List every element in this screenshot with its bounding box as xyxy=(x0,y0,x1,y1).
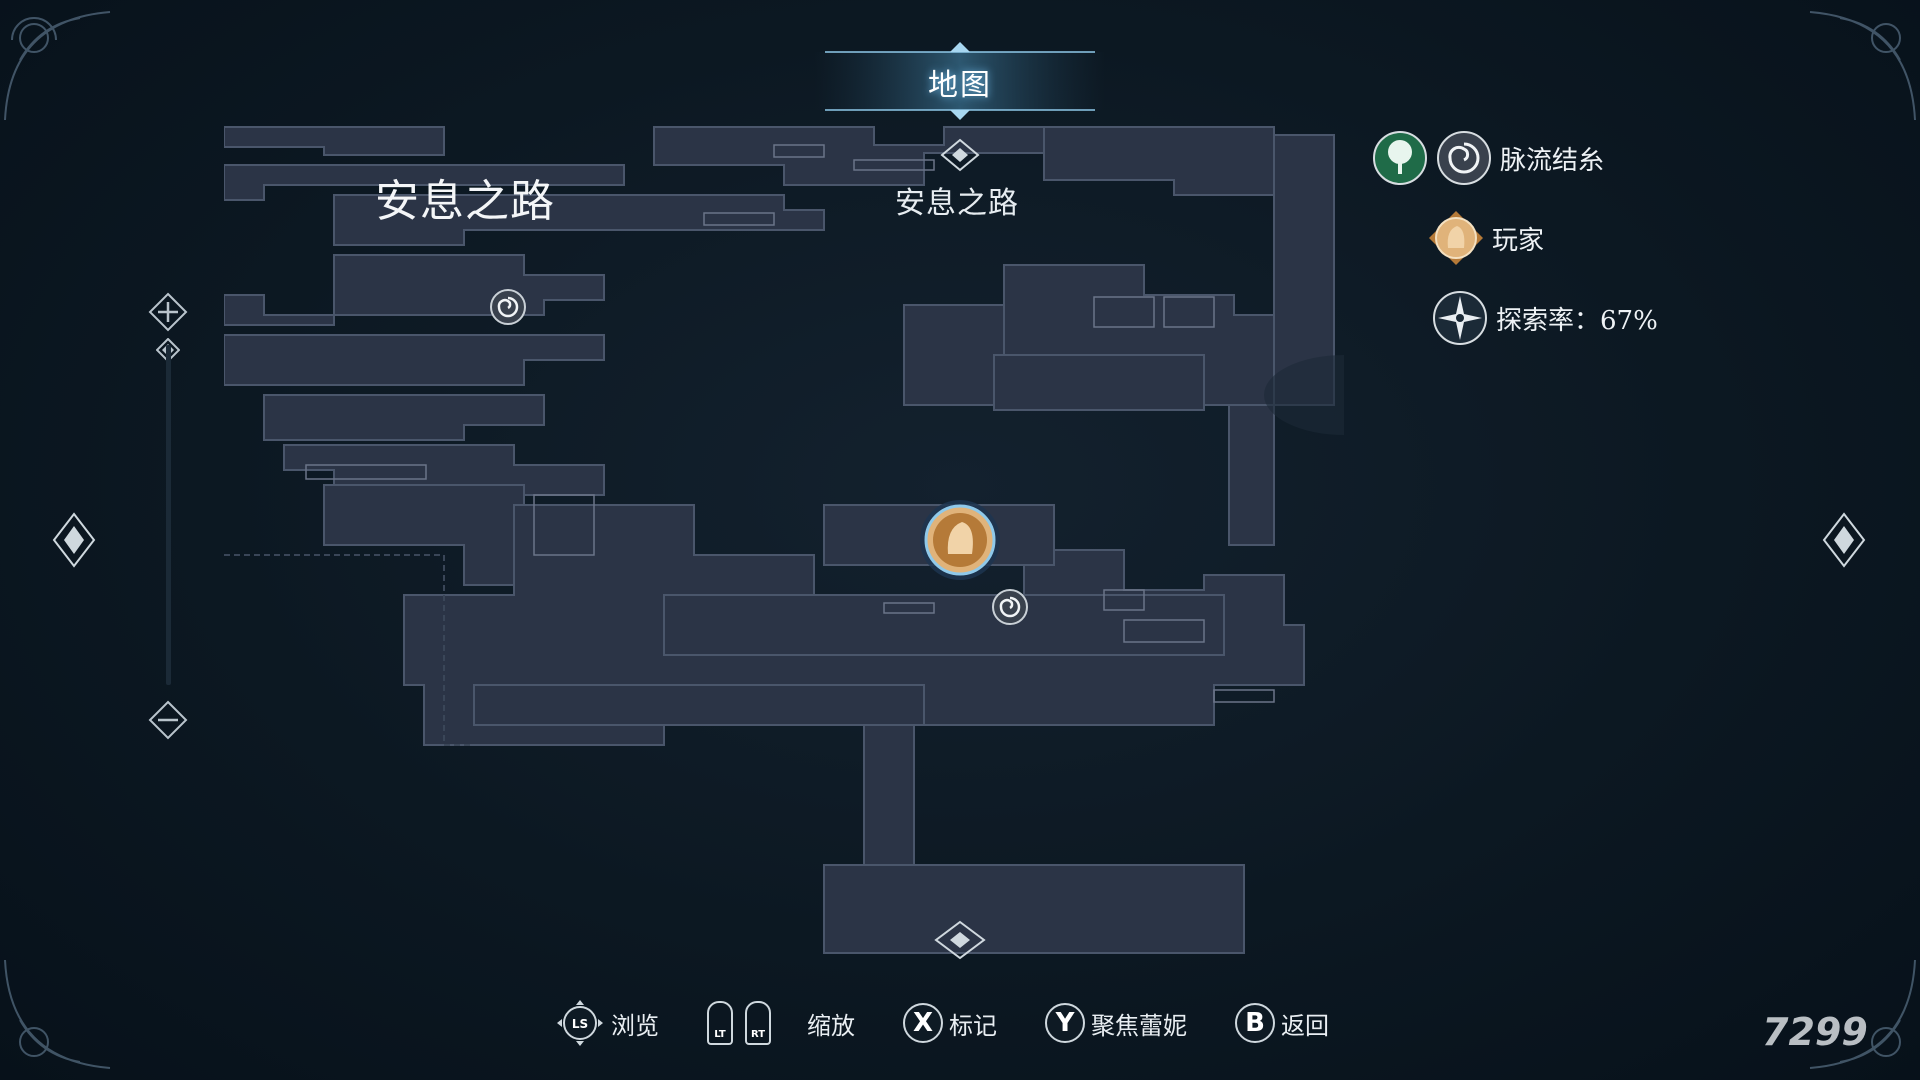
watermark: 7299 xyxy=(1762,1010,1868,1054)
corner-ornament-top-right xyxy=(1720,0,1920,130)
region-title: 安息之路 xyxy=(375,176,555,227)
map-hatch xyxy=(773,144,825,158)
map-title-banner: 地图 xyxy=(815,38,1105,120)
control-label: 返回 xyxy=(1281,1011,1329,1040)
spiral-node-icon[interactable] xyxy=(991,588,1029,626)
ls-stick-icon: LS xyxy=(555,998,605,1048)
control-label: 缩放 xyxy=(807,1011,855,1040)
control-zoom[interactable]: LT RT 缩放 xyxy=(707,1001,855,1045)
map-hatch xyxy=(1213,689,1275,703)
control-mark[interactable]: X 标记 xyxy=(903,1003,997,1043)
area-marker-icon xyxy=(940,138,980,172)
spiral-node-icon xyxy=(1436,130,1492,186)
control-label: 聚焦蕾妮 xyxy=(1091,1011,1187,1040)
zoom-slider-track[interactable] xyxy=(166,345,171,685)
corner-ornament-bottom-left xyxy=(0,950,200,1080)
map-room xyxy=(223,164,625,201)
legend-label-nodes: 脉流结糸 xyxy=(1500,145,1605,176)
map-room xyxy=(333,194,825,246)
scroll-down-icon[interactable] xyxy=(932,918,988,962)
map-room xyxy=(1043,126,1275,196)
spiral-node-icon[interactable] xyxy=(489,288,527,326)
map-title: 地图 xyxy=(928,68,992,103)
tree-node-icon xyxy=(1372,130,1428,186)
legend-label-player: 玩家 xyxy=(1492,225,1545,256)
map-room xyxy=(823,864,1245,954)
lt-trigger-icon: LT xyxy=(707,1001,733,1045)
control-label: 浏览 xyxy=(611,1011,659,1040)
control-focus[interactable]: Y 聚焦蕾妮 xyxy=(1045,1003,1187,1043)
map-room xyxy=(473,684,925,726)
map-hatch xyxy=(883,602,935,614)
map-canvas[interactable] xyxy=(223,125,1424,955)
legend-row-player: 玩家 xyxy=(1428,210,1544,266)
b-button-icon: B xyxy=(1235,1003,1275,1043)
map-room xyxy=(223,254,605,326)
map-room xyxy=(223,334,605,386)
unexplored-boundary xyxy=(224,554,474,746)
control-label: 标记 xyxy=(949,1011,997,1040)
next-page-icon[interactable] xyxy=(1822,512,1866,568)
player-marker-icon xyxy=(1428,210,1484,266)
banner-frame xyxy=(815,42,1105,120)
previous-page-icon[interactable] xyxy=(52,512,96,568)
exploration-rate: 探索率：67% xyxy=(1496,305,1658,336)
zoom-in-icon[interactable] xyxy=(148,292,188,332)
zoom-out-icon[interactable] xyxy=(148,700,188,740)
map-hatch xyxy=(1093,296,1155,328)
map-layout xyxy=(223,126,1424,954)
map-hatch xyxy=(305,464,427,480)
map-room xyxy=(663,594,1225,656)
map-room xyxy=(1228,404,1275,546)
svg-text:LS: LS xyxy=(572,1017,588,1031)
corner-ornament-bottom-right xyxy=(1720,950,1920,1080)
map-room xyxy=(653,126,1055,186)
map-hatch xyxy=(533,494,595,556)
player-marker-icon[interactable] xyxy=(918,498,1002,582)
y-button-icon: Y xyxy=(1045,1003,1085,1043)
map-hatch xyxy=(1163,296,1215,328)
control-hints: LS 浏览 LT RT 缩放 X 标记 Y 聚焦蕾妮 B 返回 xyxy=(555,995,1377,1051)
map-room xyxy=(263,394,545,441)
map-room xyxy=(863,724,915,866)
map-room xyxy=(993,354,1205,411)
compass-icon xyxy=(1432,290,1488,346)
map-hatch xyxy=(703,212,775,226)
map-hatch xyxy=(1103,589,1145,611)
area-label: 安息之路 xyxy=(895,186,1019,221)
corner-ornament-top-left xyxy=(0,0,200,130)
rt-trigger-icon: RT xyxy=(745,1001,771,1045)
legend-row-nodes: 脉流结糸 xyxy=(1372,130,1604,186)
x-button-icon: X xyxy=(903,1003,943,1043)
control-back[interactable]: B 返回 xyxy=(1235,1003,1329,1043)
legend-row-exploration: 探索率：67% xyxy=(1432,290,1658,346)
map-hatch xyxy=(853,159,935,171)
map-room xyxy=(283,444,605,496)
map-room xyxy=(903,304,1005,406)
control-browse[interactable]: LS 浏览 xyxy=(555,998,659,1048)
map-hatch xyxy=(1123,619,1205,643)
map-room xyxy=(223,126,445,156)
